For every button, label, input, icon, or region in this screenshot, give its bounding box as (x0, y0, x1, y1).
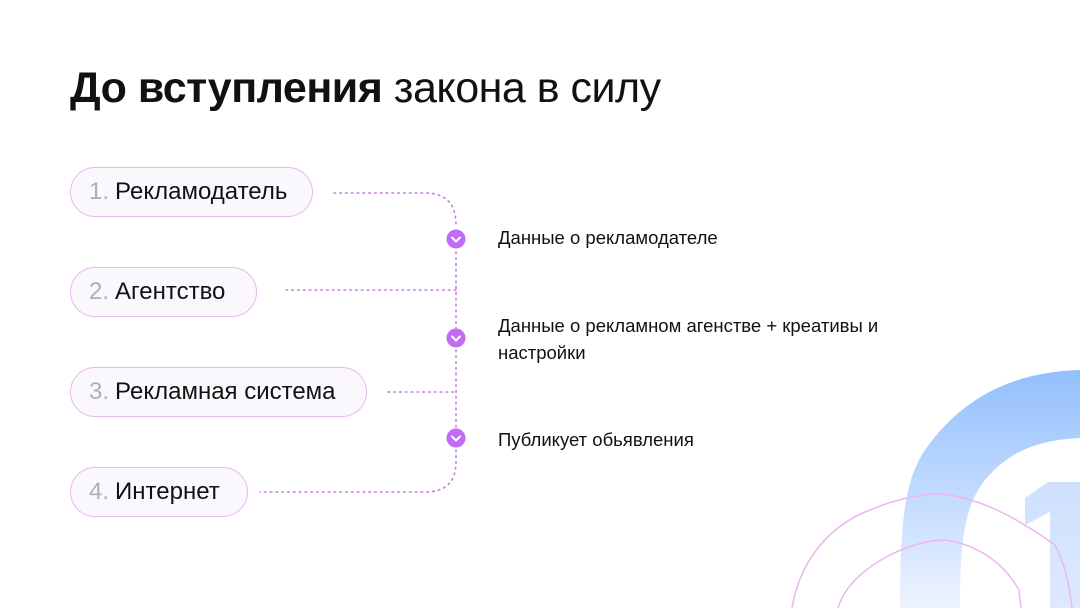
participant-label: Интернет (115, 478, 220, 505)
page-title-light: закона в силу (393, 64, 661, 112)
participant-label: Агентство (115, 278, 226, 305)
participant-number: 3. (89, 378, 110, 405)
participant-pill-ad-system: 3. Рекламная система (70, 367, 367, 417)
participant-number: 1. (89, 178, 110, 205)
flow-node-2 (446, 328, 466, 348)
page-title: До вступления закона в силу (70, 62, 661, 114)
participant-label: Рекламная система (115, 378, 336, 405)
participant-pill-agency: 2. Агентство (70, 267, 257, 317)
participant-pill-advertiser: 1. Рекламодатель (70, 167, 313, 217)
participant-pill-internet: 4. Интернет (70, 467, 248, 517)
flow-node-1 (446, 229, 466, 249)
flow-node-3 (446, 428, 466, 448)
participant-number: 2. (89, 278, 110, 305)
participant-label: Рекламодатель (115, 178, 288, 205)
participant-number: 4. (89, 478, 110, 505)
page-title-bold: До вступления (70, 64, 383, 112)
flow-step-text: Публикует обьявления (498, 429, 694, 450)
flow-step-text: Данные о рекламном агенстве + креативы и… (498, 315, 879, 363)
flow-step-text: Данные о рекламодателе (498, 227, 718, 248)
